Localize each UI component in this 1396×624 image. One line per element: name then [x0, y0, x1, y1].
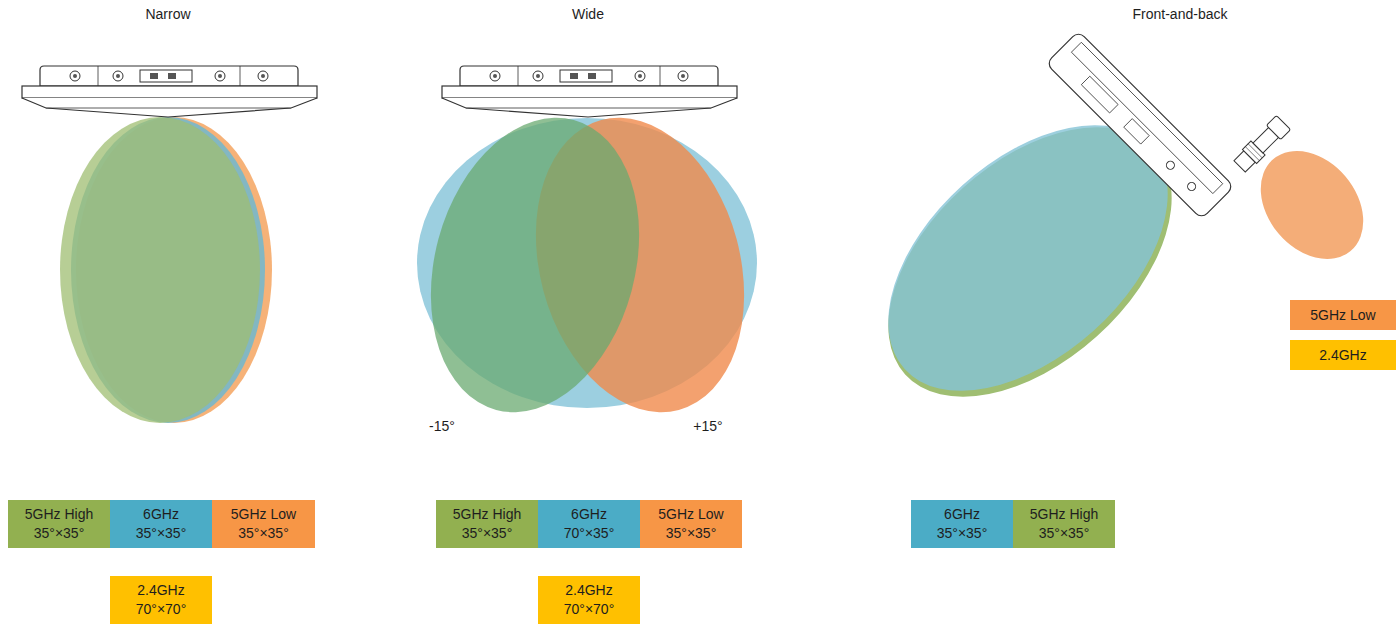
- band-name: 2.4GHz: [1319, 346, 1366, 365]
- band-box: 5GHz High35°×35°: [1013, 500, 1115, 548]
- band-box: 5GHz Low: [1290, 300, 1396, 330]
- band-name: 2.4GHz: [565, 581, 612, 600]
- panel-title: Front-and-back: [1133, 6, 1228, 22]
- band-name: 6GHz: [571, 505, 607, 524]
- beam-width: 35°×35°: [136, 524, 187, 543]
- band-box: 2.4GHz70°×70°: [110, 576, 212, 624]
- band-name: 6GHz: [944, 505, 980, 524]
- beam-width: 35°×35°: [238, 524, 289, 543]
- lobe-5ghz-low: [1240, 131, 1385, 279]
- beam-width: 70°×70°: [564, 600, 615, 619]
- beam-width: 70°×70°: [136, 600, 187, 619]
- antenna-connector: [1233, 115, 1291, 173]
- beam-width: 35°×35°: [666, 524, 717, 543]
- beam-width: 35°×35°: [937, 524, 988, 543]
- panel-title: Wide: [572, 6, 604, 22]
- band-name: 5GHz High: [1030, 505, 1098, 524]
- access-point-side: [1046, 31, 1234, 219]
- lobe-5ghz-high: [400, 94, 671, 436]
- band-box: 2.4GHz: [1290, 340, 1396, 370]
- tilt-angle: +15°: [693, 418, 722, 434]
- beam-width: 35°×35°: [1039, 524, 1090, 543]
- band-name: 5GHz Low: [231, 505, 296, 524]
- band-name: 5GHz Low: [1310, 306, 1375, 325]
- beam-width: 35°×35°: [34, 524, 85, 543]
- beam-width: 35°×35°: [462, 524, 513, 543]
- tilt-angle: -15°: [429, 418, 455, 434]
- band-name: 5GHz High: [453, 505, 521, 524]
- band-box: 6GHz70°×35°: [538, 500, 640, 548]
- band-box: 5GHz High35°×35°: [436, 500, 538, 548]
- access-point: [442, 66, 737, 117]
- lobe-5ghz-high: [60, 117, 260, 423]
- band-box: 2.4GHz70°×70°: [538, 576, 640, 624]
- band-box: 5GHz High35°×35°: [8, 500, 110, 548]
- access-point: [22, 66, 317, 117]
- band-name: 2.4GHz: [137, 581, 184, 600]
- beam-width: 70°×35°: [564, 524, 615, 543]
- band-name: 6GHz: [143, 505, 179, 524]
- band-box: 6GHz35°×35°: [110, 500, 212, 548]
- band-name: 5GHz High: [25, 505, 93, 524]
- panel-title: Narrow: [145, 6, 190, 22]
- band-box: 5GHz Low35°×35°: [640, 500, 742, 548]
- band-box: 6GHz35°×35°: [911, 500, 1013, 548]
- band-box: 5GHz Low35°×35°: [212, 500, 315, 548]
- band-name: 5GHz Low: [658, 505, 723, 524]
